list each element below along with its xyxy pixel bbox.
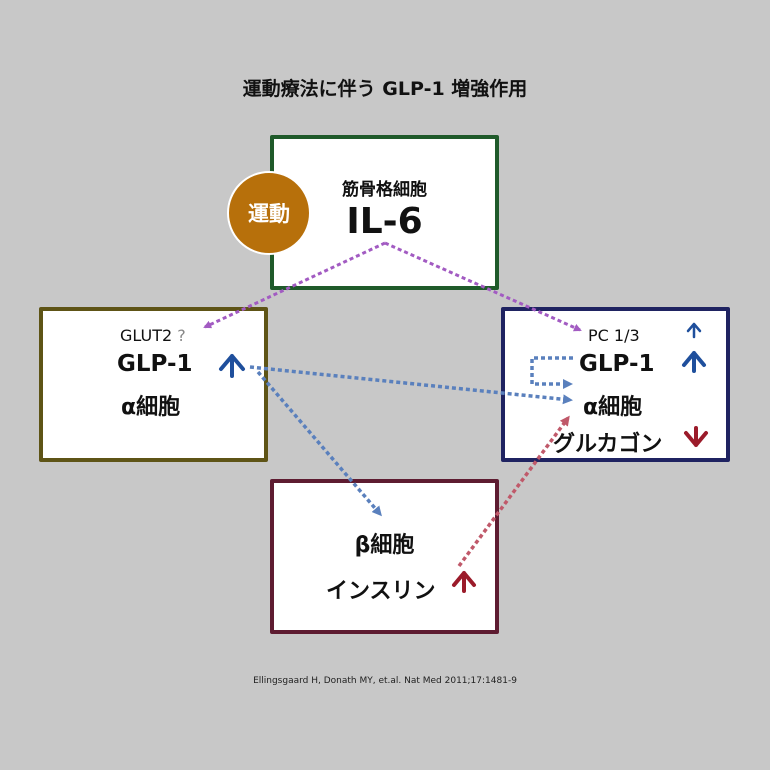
page-title: 運動療法に伴う GLP-1 増強作用 xyxy=(242,78,528,100)
citation: Ellingsgaard H, Donath MY, et.al. Nat Me… xyxy=(253,676,517,686)
alpha-cell-right-box: PC 1/3 GLP-1 α細胞 グルカゴン xyxy=(501,307,730,462)
il6-to-right-arrow xyxy=(384,241,582,332)
muscle-cell-label: 筋骨格細胞 xyxy=(342,180,427,200)
glucagon-label: グルカゴン xyxy=(553,432,663,457)
insulin-label: インスリン xyxy=(326,579,436,604)
beta-cell-box: β細胞 インスリン xyxy=(270,479,499,634)
glp1-left-up-icon xyxy=(219,354,245,378)
glut2-question: ? xyxy=(177,326,186,345)
glp1-loop-arrow xyxy=(530,356,573,389)
glp1-to-alpha-right-arrow xyxy=(249,365,573,405)
pc13-up-icon xyxy=(686,322,702,339)
glut2-label: GLUT2 ? xyxy=(120,326,186,345)
glucagon-down-icon xyxy=(684,426,708,447)
alpha-right-label: α細胞 xyxy=(583,395,643,420)
alpha-cell-left-box: GLUT2 ? GLP-1 α細胞 xyxy=(39,307,268,462)
insulin-up-icon xyxy=(452,571,476,593)
il6-to-left-arrow xyxy=(203,241,386,329)
il6-label: IL-6 xyxy=(346,201,423,242)
beta-cell-label: β細胞 xyxy=(354,533,415,558)
glp1-to-beta-arrow xyxy=(256,370,382,517)
glp1-right-up-icon xyxy=(682,351,706,373)
glp1-left-label: GLP-1 xyxy=(117,351,193,377)
insulin-to-alpha-arrow xyxy=(457,415,570,568)
alpha-left-label: α細胞 xyxy=(121,395,181,420)
glut2-text: GLUT2 xyxy=(120,326,173,345)
exercise-badge: 運動 xyxy=(227,171,311,255)
pc13-label: PC 1/3 xyxy=(588,326,640,345)
glp1-right-label: GLP-1 xyxy=(579,351,655,377)
